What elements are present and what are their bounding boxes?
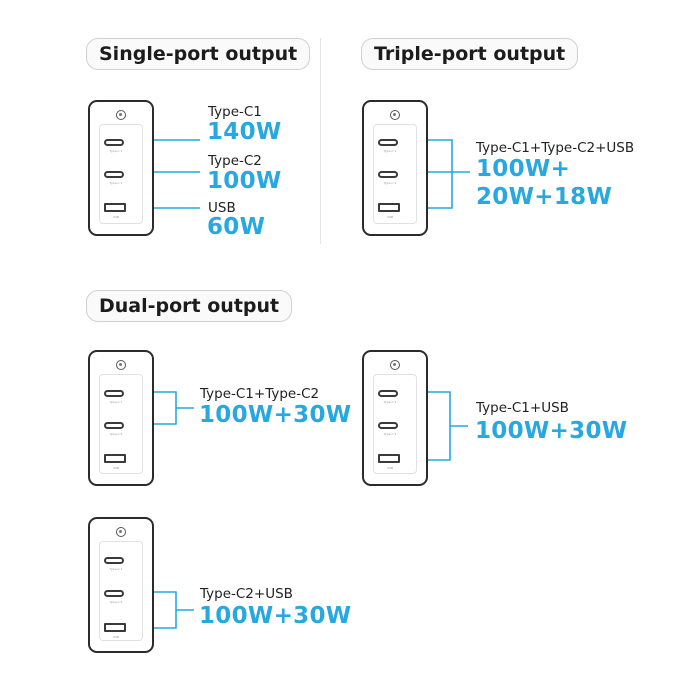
port-label-usb: USB	[112, 466, 120, 470]
dual-c1c2-label: Type-C1+Type-C2	[200, 386, 320, 402]
section-divider	[320, 38, 321, 244]
single-usb-label: USB	[208, 200, 236, 216]
port-label-c2: Type-C 2	[383, 432, 397, 436]
triple-port-heading: Triple-port output	[361, 38, 579, 70]
port-label-usb: USB	[112, 215, 120, 219]
single-c1-value: 140W	[207, 119, 282, 145]
usb-port	[378, 454, 400, 463]
port-label-usb: USB	[386, 466, 394, 470]
single-c2-value: 100W	[207, 168, 282, 194]
port-panel	[373, 374, 417, 474]
type-c2-port	[378, 422, 398, 429]
type-c1-port	[104, 390, 124, 397]
charger-single: Type-C 1 Type-C 2 USB	[88, 100, 154, 236]
type-c1-port	[104, 557, 124, 564]
port-label-usb: USB	[386, 215, 394, 219]
port-label-usb: USB	[112, 635, 120, 639]
port-label-c1: Type-C 1	[109, 149, 123, 153]
usb-port	[378, 203, 400, 212]
type-c2-port	[378, 171, 398, 178]
single-c1-label: Type-C1	[208, 104, 262, 120]
logo-icon	[116, 527, 126, 537]
charger-triple: Type-C 1 Type-C 2 USB	[362, 100, 428, 236]
port-label-c2: Type-C 2	[109, 181, 123, 185]
logo-icon	[390, 110, 400, 120]
port-panel	[373, 124, 417, 224]
type-c2-port	[104, 171, 124, 178]
dual-c2usb-value: 100W+30W	[199, 603, 352, 629]
port-label-c2: Type-C 2	[109, 600, 123, 604]
dual-c1usb-label: Type-C1+USB	[476, 400, 569, 416]
dual-c2usb-label: Type-C2+USB	[200, 586, 293, 602]
charger-dual-c1c2: Type-C 1 Type-C 2 USB	[88, 350, 154, 486]
single-usb-value: 60W	[207, 214, 266, 240]
dual-c1usb-value: 100W+30W	[475, 418, 628, 444]
charger-dual-c1usb: Type-C 1 Type-C 2 USB	[362, 350, 428, 486]
type-c1-port	[378, 139, 398, 146]
port-label-c1: Type-C 1	[383, 149, 397, 153]
port-panel	[99, 374, 143, 474]
type-c2-port	[104, 590, 124, 597]
port-label-c2: Type-C 2	[383, 181, 397, 185]
port-panel	[99, 541, 143, 641]
port-panel	[99, 124, 143, 224]
charger-dual-c2usb: Type-C 1 Type-C 2 USB	[88, 517, 154, 653]
triple-value-line2: 20W+18W	[476, 184, 613, 210]
usb-port	[104, 623, 126, 632]
type-c1-port	[104, 139, 124, 146]
single-c2-label: Type-C2	[208, 153, 262, 169]
logo-icon	[116, 360, 126, 370]
dual-port-heading: Dual-port output	[86, 290, 293, 322]
port-label-c1: Type-C 1	[383, 400, 397, 404]
port-label-c1: Type-C 1	[109, 400, 123, 404]
logo-icon	[116, 110, 126, 120]
usb-port	[104, 454, 126, 463]
dual-c1c2-value: 100W+30W	[199, 402, 352, 428]
triple-value-line1: 100W+	[476, 156, 571, 182]
single-port-heading: Single-port output	[86, 38, 311, 70]
port-label-c1: Type-C 1	[109, 567, 123, 571]
port-label-c2: Type-C 2	[109, 432, 123, 436]
logo-icon	[390, 360, 400, 370]
type-c1-port	[378, 390, 398, 397]
type-c2-port	[104, 422, 124, 429]
usb-port	[104, 203, 126, 212]
triple-label: Type-C1+Type-C2+USB	[476, 140, 635, 156]
